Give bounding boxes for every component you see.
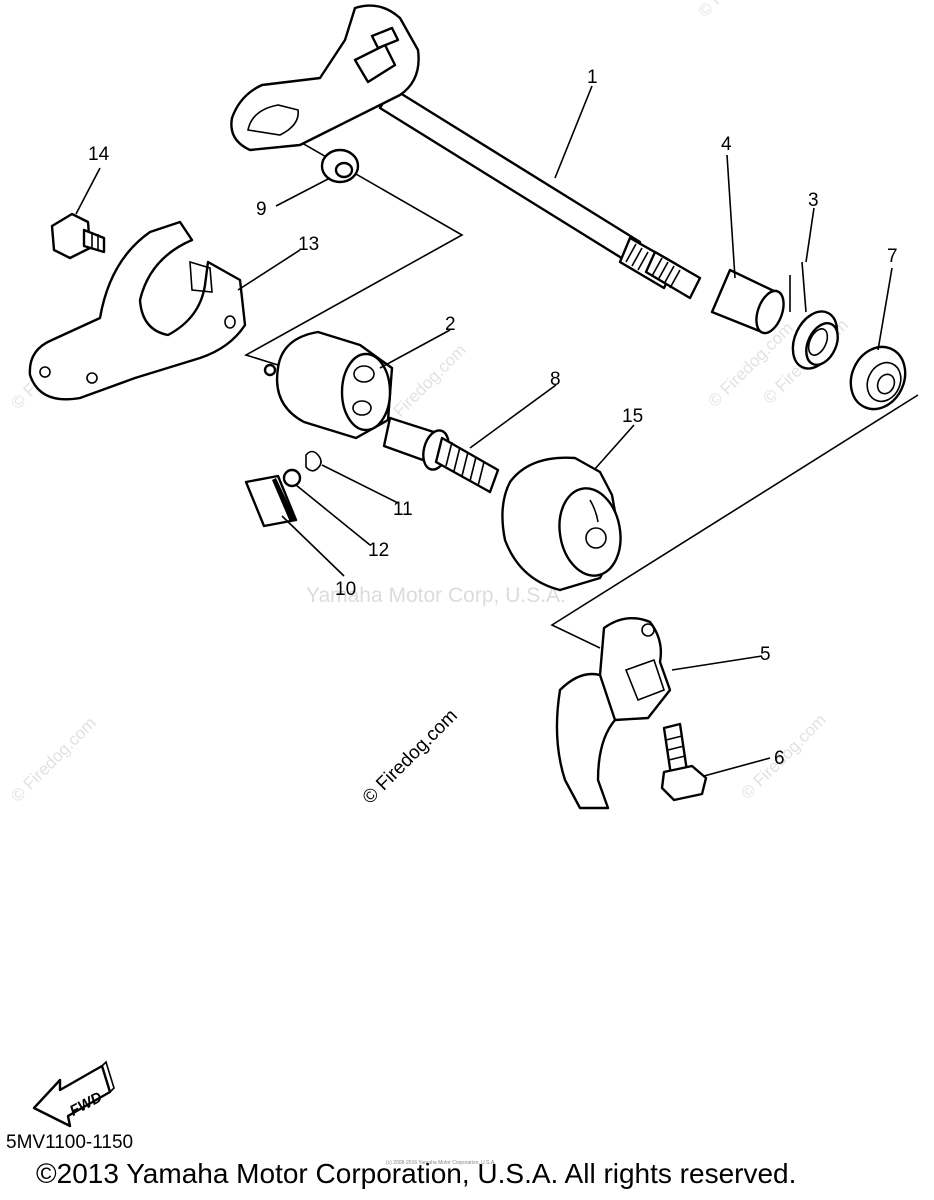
callout-1: 1 [587,67,598,88]
bolt-8-part [382,416,500,494]
callout-3: 3 [808,190,819,211]
callout-10: 10 [335,579,356,600]
callout-14: 14 [88,144,110,165]
callout-15: 15 [622,406,643,427]
segment-gear-15-part [501,456,622,592]
callout-8: 8 [550,369,561,390]
washer-part [320,148,360,184]
collar-part [710,268,785,335]
small-parts [244,450,322,528]
fwd-arrow-icon: FWD [32,1060,115,1128]
callout-7: 7 [887,246,898,267]
bolt-14-part [50,212,106,260]
torsion-spring-part [789,261,839,370]
oil-seal-part [849,345,907,411]
callout-6: 6 [774,748,785,769]
watermark-firedog-main: © Firedog.com [359,705,462,808]
callout-13: 13 [298,234,319,255]
callout-4: 4 [721,134,732,155]
watermark-firedog: © Firedog.com [694,0,786,21]
callout-2: 2 [445,314,456,335]
callout-11: 11 [393,499,413,520]
watermark-yamaha-center: Yamaha Motor Corp, U.S.A. [306,584,566,607]
callout-5: 5 [760,644,771,665]
plate-13-part [28,220,247,401]
copyright-footer: ©2013 Yamaha Motor Corporation, U.S.A. A… [36,1158,797,1189]
bolt-6-part [660,722,708,802]
shift-pedal-5-part [555,616,672,810]
shift-shaft-part [230,4,702,300]
assembly-lines [243,119,919,649]
tiny-copyright-note: (c) 2008-2016 Yamaha Motor Corporation, … [386,1160,496,1166]
callout-12: 12 [368,540,389,561]
callout-9: 9 [256,199,267,220]
leader-lines [75,85,893,777]
diagram-code: 5MV1100-1150 [6,1132,134,1153]
segment-2-part [263,330,394,440]
watermark-firedog: © Firedog.com [7,713,99,805]
callouts: 1 2 3 4 5 6 7 8 9 10 11 12 13 14 15 [88,67,898,769]
